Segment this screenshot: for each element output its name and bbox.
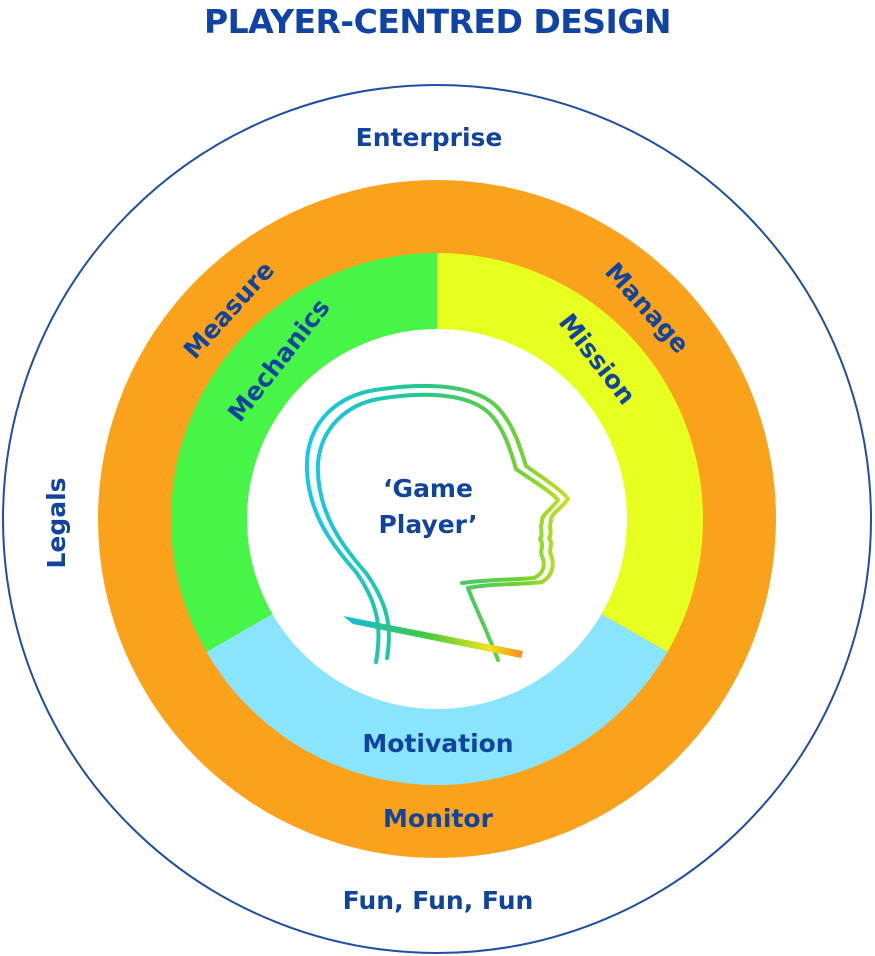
fun-label: Fun, Fun, Fun [343,886,534,915]
motivation-label: Motivation [362,729,513,758]
legals-label: Legals [42,477,71,568]
head-profile-icon [304,383,570,664]
monitor-label: Monitor [383,804,494,833]
page-title: PLAYER-CENTRED DESIGN [203,2,672,41]
enterprise-label: Enterprise [356,123,503,152]
center-disc [247,329,627,709]
center-label-line1: ‘Game [383,474,473,503]
center-label-line2: Player’ [378,510,477,539]
